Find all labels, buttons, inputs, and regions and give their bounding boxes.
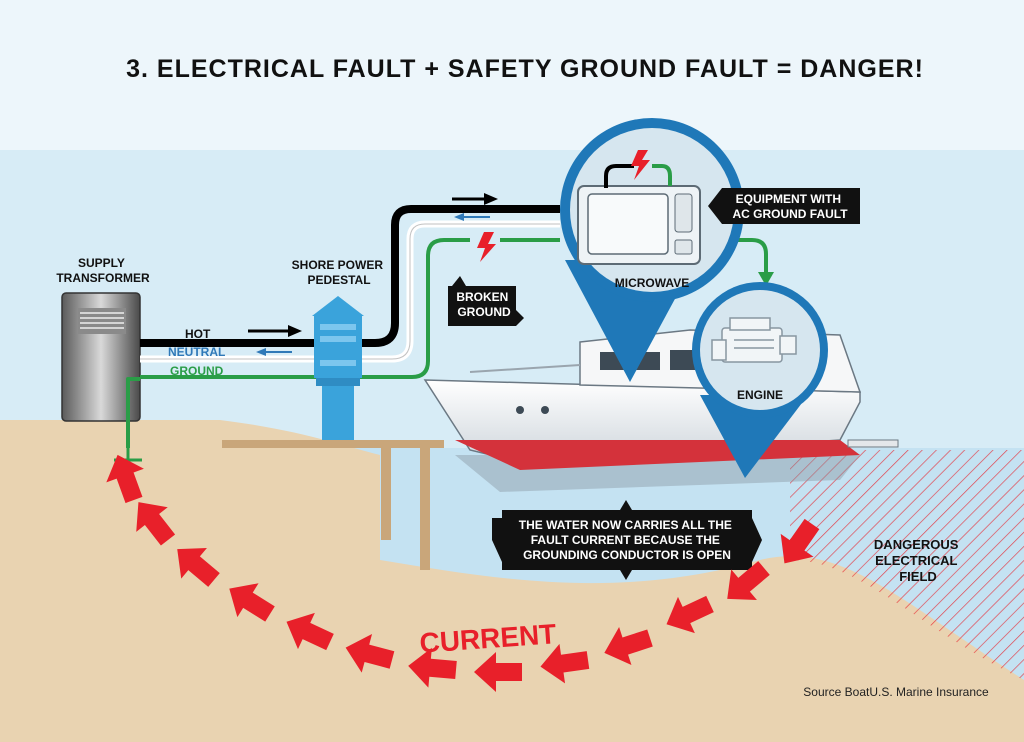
ground-flow-arrow-icon bbox=[758, 272, 774, 286]
equipment-fault-label: EQUIPMENT WITH AC GROUND FAULT bbox=[732, 192, 848, 221]
supply-transformer-label: SUPPLY TRANSFORMER bbox=[56, 256, 150, 285]
dangerous-field-label: DANGEROUS ELECTRICAL FIELD bbox=[874, 537, 962, 584]
hot-flow-arrow-upper-icon bbox=[452, 193, 498, 205]
dangerous-field-hatch bbox=[790, 450, 1024, 680]
water-message: THE WATER NOW CARRIES ALL THE FAULT CURR… bbox=[519, 518, 735, 562]
page-title: 3. ELECTRICAL FAULT + SAFETY GROUND FAUL… bbox=[126, 55, 924, 83]
source-credit: Source BoatU.S. Marine Insurance bbox=[803, 685, 989, 699]
hot-label: HOT bbox=[185, 327, 211, 341]
equipment-fault-callout bbox=[708, 188, 860, 224]
broken-ground-label: BROKEN GROUND bbox=[456, 290, 511, 319]
neutral-label: NEUTRAL bbox=[168, 345, 225, 359]
seabed-sand bbox=[0, 420, 1024, 742]
dock bbox=[222, 440, 444, 570]
microwave-icon bbox=[577, 164, 701, 265]
water-message-callout bbox=[492, 500, 762, 580]
shore-power-pedestal bbox=[312, 296, 364, 440]
supply-transformer bbox=[61, 292, 141, 422]
hot-flow-arrow-icon bbox=[248, 325, 302, 337]
fault-spark-icon bbox=[631, 150, 650, 180]
broken-ground-callout bbox=[448, 276, 524, 326]
neutral-flow-arrow-icon bbox=[256, 348, 292, 356]
shore-power-pedestal-label: SHORE POWER PEDESTAL bbox=[292, 258, 387, 287]
power-wires bbox=[126, 205, 768, 448]
broken-ground-spark-icon bbox=[477, 232, 496, 262]
ground-label: GROUND bbox=[170, 364, 224, 378]
microwave-label: MICROWAVE bbox=[615, 276, 689, 290]
neutral-flow-arrow-upper-icon bbox=[454, 213, 490, 221]
title-band bbox=[0, 0, 1024, 150]
engine-label: ENGINE bbox=[737, 388, 783, 402]
engine-icon bbox=[711, 317, 797, 363]
